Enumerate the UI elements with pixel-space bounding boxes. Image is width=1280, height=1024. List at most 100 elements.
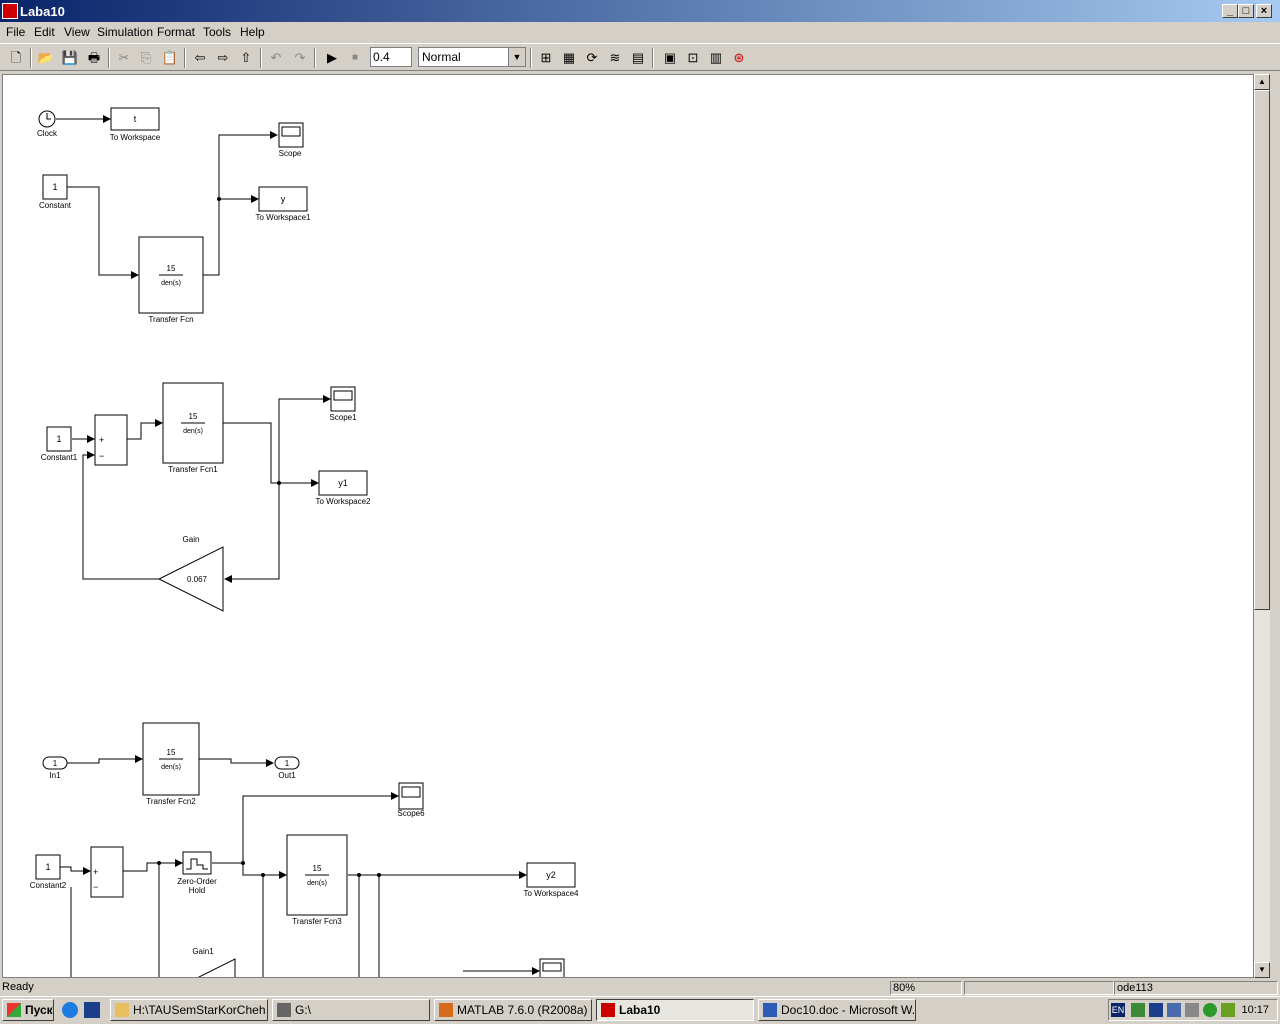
constant1-block[interactable]: 1 Constant1: [41, 426, 78, 462]
outport-block[interactable]: 1 Out1: [274, 756, 300, 780]
signal-line[interactable]: [242, 792, 399, 863]
debugger-icon[interactable]: ▥: [709, 50, 723, 65]
to-workspace1-block[interactable]: y To Workspace1: [256, 186, 312, 222]
menu-view[interactable]: View: [64, 25, 90, 39]
scope6-block[interactable]: Scope6: [397, 782, 425, 818]
back-icon[interactable]: ⇦: [194, 50, 206, 65]
menu-file[interactable]: File: [6, 25, 26, 39]
chevron-down-icon[interactable]: ▼: [508, 48, 525, 66]
save-icon[interactable]: 💾: [61, 50, 79, 65]
inport-block[interactable]: 1 In1: [42, 756, 68, 780]
signal-line[interactable]: [67, 755, 143, 764]
menu-format[interactable]: Format: [157, 25, 196, 39]
zero-order-hold-block[interactable]: Zero-Order Hold: [177, 851, 217, 895]
forward-icon[interactable]: ⇨: [217, 50, 229, 65]
antivirus-icon[interactable]: [1203, 1003, 1217, 1017]
block-label: Gain1: [192, 947, 214, 956]
speaker-icon[interactable]: [1185, 1003, 1199, 1017]
signal-line[interactable]: [127, 419, 163, 440]
signal-line[interactable]: [203, 131, 278, 276]
taskbar-item-drive-g[interactable]: G:\: [272, 999, 430, 1021]
gain1-block[interactable]: Gain1: [192, 947, 236, 978]
clock-time[interactable]: 10:17: [1241, 1004, 1269, 1016]
refresh-icon[interactable]: ⟳: [586, 50, 598, 65]
signal-line[interactable]: [224, 483, 280, 583]
network-icon[interactable]: [1131, 1003, 1145, 1017]
transfer-fcn-block[interactable]: 15 den(s) Transfer Fcn: [138, 236, 204, 324]
sum2-block[interactable]: + −: [90, 846, 124, 898]
signal-line[interactable]: [67, 186, 139, 279]
sum-block[interactable]: + −: [94, 414, 128, 466]
vertical-scrollbar[interactable]: ▲ ▼: [1254, 74, 1270, 978]
signal-line[interactable]: [199, 758, 274, 767]
start-button[interactable]: Пуск: [2, 999, 54, 1021]
simulink-app-icon[interactable]: [2, 3, 18, 19]
build-icon[interactable]: ⊞: [540, 50, 552, 65]
tray-app-icon[interactable]: [1149, 1003, 1163, 1017]
scroll-thumb[interactable]: [1254, 90, 1270, 610]
model-canvas[interactable]: Clock t To Workspace Scope y To Workspac…: [2, 74, 1254, 978]
update-diagram-icon[interactable]: ▦: [562, 50, 576, 65]
cut-icon[interactable]: ✂: [118, 50, 130, 65]
transfer-fcn1-block[interactable]: 15 den(s) Transfer Fcn1: [162, 382, 224, 474]
menu-simulation[interactable]: Simulation: [97, 25, 154, 39]
grid-icon[interactable]: ▤: [631, 50, 645, 65]
scroll-down-arrow-icon[interactable]: ▼: [1254, 962, 1270, 978]
clock-block[interactable]: Clock: [37, 110, 58, 138]
scope-partial-block[interactable]: [539, 958, 565, 978]
copy-icon[interactable]: ⎘: [140, 50, 152, 65]
nvidia-icon[interactable]: [1221, 1003, 1235, 1017]
transfer-fcn3-block[interactable]: 15 den(s) Transfer Fcn3: [286, 834, 348, 926]
to-workspace4-block[interactable]: y2 To Workspace4: [524, 862, 580, 898]
maximize-button[interactable]: □: [1238, 4, 1254, 18]
monitor-icon[interactable]: [1167, 1003, 1181, 1017]
taskbar-item-word[interactable]: Doc10.doc - Microsoft W...: [758, 999, 916, 1021]
new-model-icon[interactable]: 🗋: [10, 50, 22, 65]
title-bar[interactable]: Laba10 _ □ ×: [0, 0, 1280, 22]
block-diagram[interactable]: Clock t To Workspace Scope y To Workspac…: [3, 75, 1254, 978]
menu-tools[interactable]: Tools: [203, 25, 232, 39]
scope-block[interactable]: Scope: [278, 122, 304, 158]
block-label: Hold: [189, 886, 205, 895]
constant2-block[interactable]: 1 Constant2: [30, 854, 67, 890]
signal-line[interactable]: [82, 451, 159, 580]
language-indicator[interactable]: EN: [1111, 1003, 1125, 1017]
signal-line[interactable]: [223, 422, 319, 487]
taskbar-item-matlab[interactable]: MATLAB 7.6.0 (R2008a): [434, 999, 592, 1021]
help-icon[interactable]: ⊛: [733, 50, 745, 65]
menu-edit[interactable]: Edit: [34, 25, 55, 39]
signal-line[interactable]: [123, 859, 183, 872]
start-simulation-icon[interactable]: ▶: [327, 50, 337, 65]
to-workspace-block[interactable]: t To Workspace: [110, 107, 161, 142]
paste-icon[interactable]: 📋: [161, 50, 179, 65]
internet-explorer-icon[interactable]: [62, 1002, 78, 1018]
library-browser-icon[interactable]: ▣: [663, 50, 677, 65]
up-icon[interactable]: ⇧: [240, 50, 252, 65]
to-workspace2-block[interactable]: y1 To Workspace2: [316, 470, 372, 506]
constant-block[interactable]: 1 Constant: [39, 174, 72, 210]
branch-point: [357, 873, 361, 877]
scroll-up-arrow-icon[interactable]: ▲: [1254, 74, 1270, 90]
scope1-block[interactable]: Scope1: [329, 386, 357, 422]
quick-launch-icon[interactable]: [84, 1002, 100, 1018]
block-value: t: [134, 114, 137, 124]
signal-line[interactable]: [212, 862, 287, 879]
layers-icon[interactable]: ≋: [609, 50, 621, 65]
model-explorer-icon[interactable]: ⊡: [687, 50, 699, 65]
print-icon[interactable]: 🖶: [87, 50, 101, 65]
open-icon[interactable]: 📂: [37, 50, 55, 65]
taskbar-item-laba10[interactable]: Laba10: [596, 999, 754, 1021]
transfer-fcn2-block[interactable]: 15 den(s) Transfer Fcn2: [142, 722, 200, 806]
taskbar-item-folder-h[interactable]: H:\TAUSemStarKorCheh: [110, 999, 268, 1021]
signal-line[interactable]: [278, 395, 331, 483]
gain-block[interactable]: 0.067 Gain: [157, 535, 224, 612]
simulation-mode-select[interactable]: Normal ▼: [418, 47, 526, 67]
signal-line[interactable]: [60, 866, 91, 875]
stop-simulation-icon[interactable]: ■: [351, 52, 359, 63]
stop-time-input[interactable]: [370, 47, 412, 67]
close-button[interactable]: ×: [1256, 4, 1272, 18]
redo-icon[interactable]: ↷: [294, 50, 306, 65]
undo-icon[interactable]: ↶: [270, 50, 282, 65]
menu-help[interactable]: Help: [240, 25, 265, 39]
minimize-button[interactable]: _: [1222, 4, 1238, 18]
